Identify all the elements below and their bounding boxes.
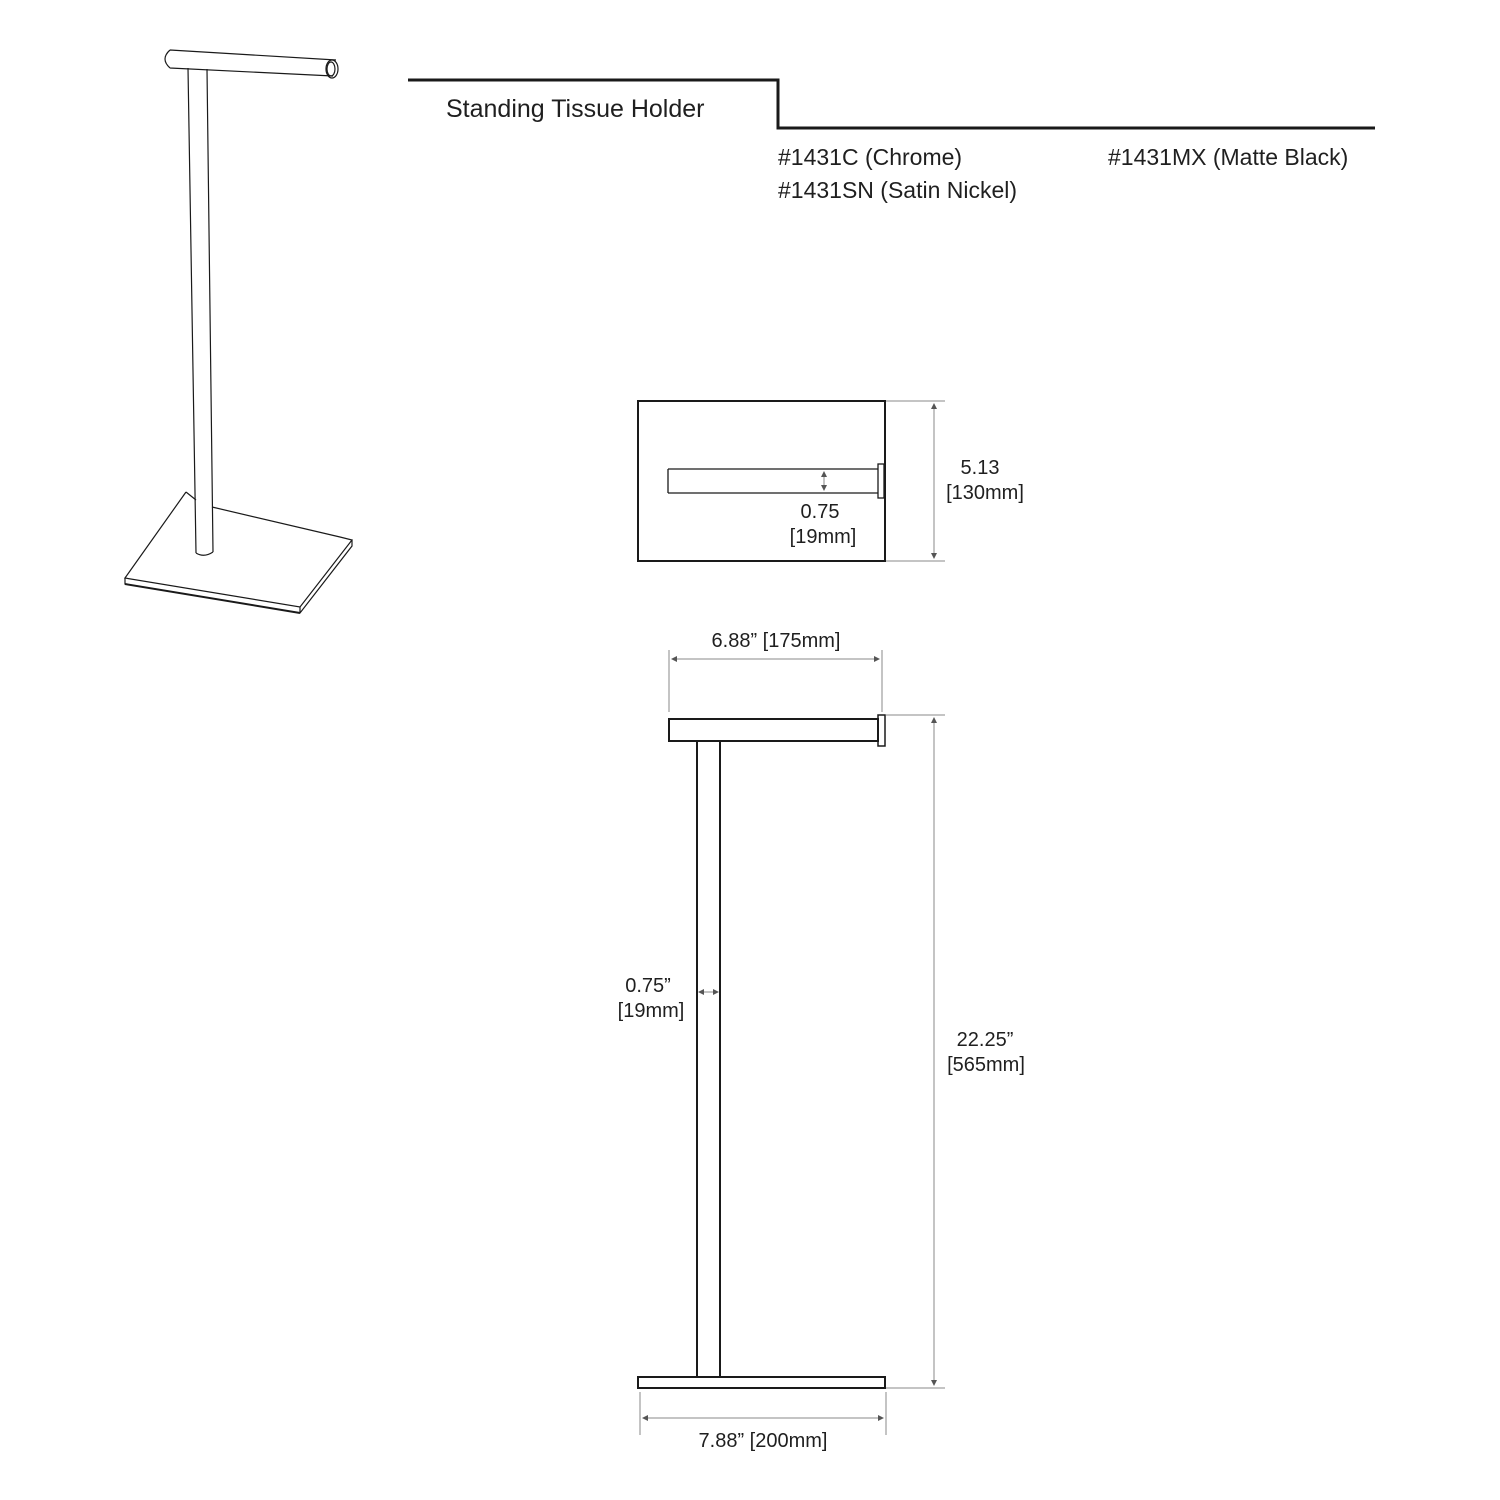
pole-diameter-mm: [19mm] [618, 1000, 685, 1022]
height-dimension: 22.25” [957, 1029, 1014, 1051]
height-dimension-mm: [565mm] [947, 1054, 1025, 1076]
top-bar-diameter-mm: [19mm] [790, 526, 857, 548]
product-title: Standing Tissue Holder [446, 95, 704, 123]
header-rule [408, 78, 1375, 130]
top-bar-diameter: 0.75 [801, 501, 840, 523]
base-width-dimension: 7.88” [200mm] [699, 1430, 828, 1452]
front-view-drawing: 6.88” [175mm] 0.75” [19mm] 22.25” [565mm… [618, 630, 1025, 1452]
finish-matte-black: #1431MX (Matte Black) [1108, 144, 1348, 170]
depth-dimension-mm: [130mm] [946, 482, 1024, 504]
pole-diameter: 0.75” [625, 975, 671, 997]
isometric-product-illustration [123, 49, 354, 614]
finish-chrome: #1431C (Chrome) [778, 144, 962, 170]
depth-dimension: 5.13 [961, 457, 1000, 479]
finish-satin-nickel: #1431SN (Satin Nickel) [778, 177, 1017, 203]
header: Standing Tissue Holder #1431C (Chrome) #… [408, 78, 1375, 203]
arm-width-dimension: 6.88” [175mm] [712, 630, 841, 652]
top-view-drawing: 0.75 [19mm] 5.13 [130mm] [637, 400, 1024, 562]
